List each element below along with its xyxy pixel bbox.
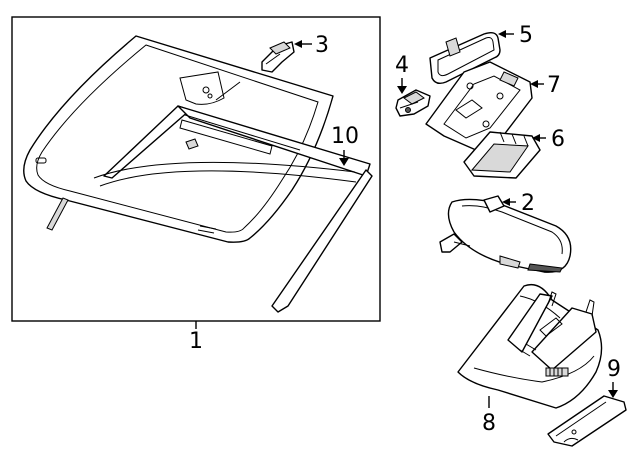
callout-3: 3 <box>315 33 329 58</box>
mirror-cover-part <box>457 283 603 409</box>
rearview-mirror-part <box>439 195 572 273</box>
cover-plate-part <box>547 395 627 447</box>
gasket-part <box>429 31 501 85</box>
callout-1: 1 <box>189 329 203 354</box>
callout-4: 4 <box>395 53 409 78</box>
clip-part <box>261 41 295 73</box>
windshield-glass <box>23 35 334 243</box>
callout-8: 8 <box>482 411 496 436</box>
windshield-moulding <box>46 105 373 313</box>
callout-6: 6 <box>551 127 565 152</box>
bracket-part <box>425 61 533 151</box>
callout-10-arrow <box>339 158 349 166</box>
callout-10: 10 <box>331 124 359 149</box>
module-cover-part <box>463 131 541 179</box>
callout-5: 5 <box>519 23 533 48</box>
vent-grille <box>545 367 569 377</box>
callout-7: 7 <box>547 73 561 98</box>
callout-2: 2 <box>521 191 535 216</box>
connector-part <box>395 89 431 117</box>
callout-9: 9 <box>607 357 621 382</box>
